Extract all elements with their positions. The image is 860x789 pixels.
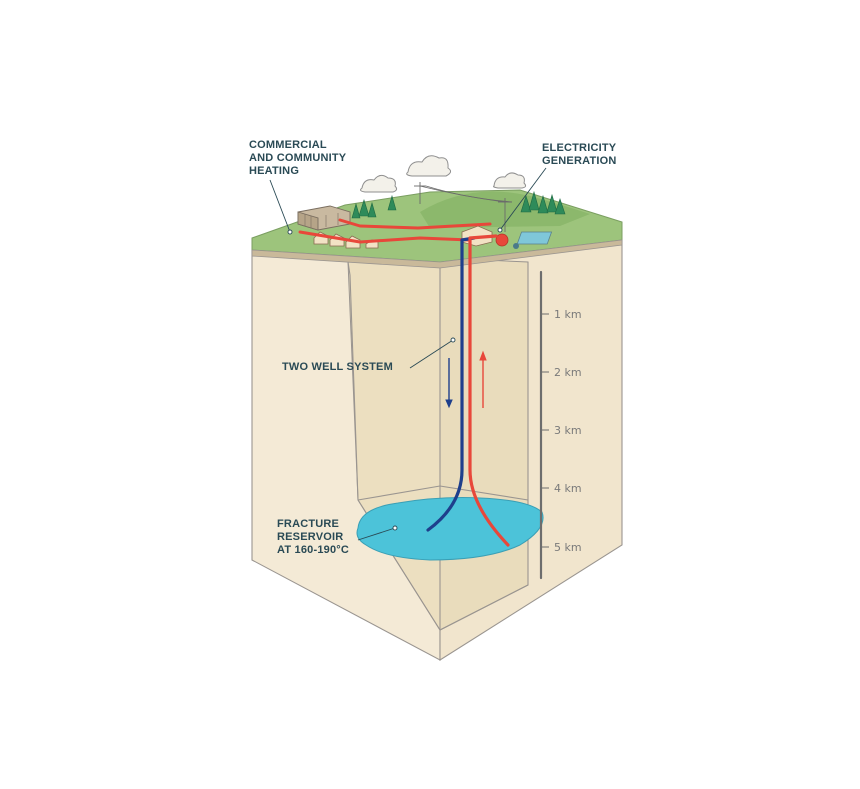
production-well bbox=[468, 234, 510, 547]
tree bbox=[387, 194, 397, 211]
depth-tick-2: 2 km bbox=[554, 366, 582, 379]
cooling-pond bbox=[516, 231, 553, 245]
label-heating: COMMERCIAL AND COMMUNITY HEATING bbox=[249, 139, 347, 177]
reservoir-label-line-1: FRACTURE bbox=[277, 518, 339, 530]
depth-tick-5: 5 km bbox=[554, 541, 582, 554]
depth-tick-1: 1 km bbox=[554, 308, 582, 321]
injection-well bbox=[426, 236, 476, 532]
ground-block bbox=[251, 239, 623, 661]
heating-label-line-3: HEATING bbox=[249, 165, 299, 177]
depth-scale: 1 km 2 km 3 km 4 km 5 km bbox=[539, 270, 582, 580]
label-electricity: ELECTRICITY GENERATION bbox=[542, 142, 617, 167]
cutaway-back-right bbox=[439, 257, 529, 631]
heating-pipe bbox=[338, 218, 492, 230]
cloud-1 bbox=[406, 155, 452, 177]
label-well-system: TWO WELL SYSTEM bbox=[282, 361, 393, 373]
electricity-label-line-2: GENERATION bbox=[542, 155, 617, 167]
flow-down-arrow bbox=[445, 358, 453, 409]
cloud-2 bbox=[360, 174, 398, 193]
trees bbox=[351, 190, 566, 219]
surface-soil-edge bbox=[251, 239, 623, 269]
depth-tick-3: 3 km bbox=[554, 424, 582, 437]
label-reservoir: FRACTURE RESERVOIR AT 160-190°C bbox=[277, 518, 349, 556]
surface-pipeline bbox=[298, 218, 492, 244]
tree bbox=[351, 202, 361, 219]
cloud-3 bbox=[493, 172, 527, 189]
depth-tick-4: 4 km bbox=[554, 482, 582, 495]
clouds bbox=[360, 155, 527, 193]
electricity-label-line-1: ELECTRICITY bbox=[542, 142, 617, 154]
reservoir-label-line-2: RESERVOIR bbox=[277, 531, 343, 543]
flow-up-arrow bbox=[479, 350, 487, 408]
pump-unit bbox=[513, 243, 519, 249]
reservoir-label-line-3: AT 160-190°C bbox=[277, 544, 349, 556]
tree bbox=[537, 194, 549, 214]
heat-exchanger bbox=[495, 233, 509, 247]
tree bbox=[528, 190, 540, 211]
fracture-reservoir bbox=[356, 497, 544, 561]
heating-label-line-1: COMMERCIAL bbox=[249, 139, 327, 151]
tree bbox=[554, 198, 566, 215]
distribution-pipe bbox=[298, 230, 472, 244]
tree bbox=[546, 193, 558, 213]
leader-lines bbox=[269, 167, 547, 541]
heating-facility bbox=[297, 205, 351, 231]
tree bbox=[358, 198, 370, 217]
tree bbox=[367, 201, 377, 218]
power-lines bbox=[414, 182, 513, 232]
tree bbox=[520, 194, 532, 213]
heating-label-line-2: AND COMMUNITY bbox=[249, 152, 347, 164]
